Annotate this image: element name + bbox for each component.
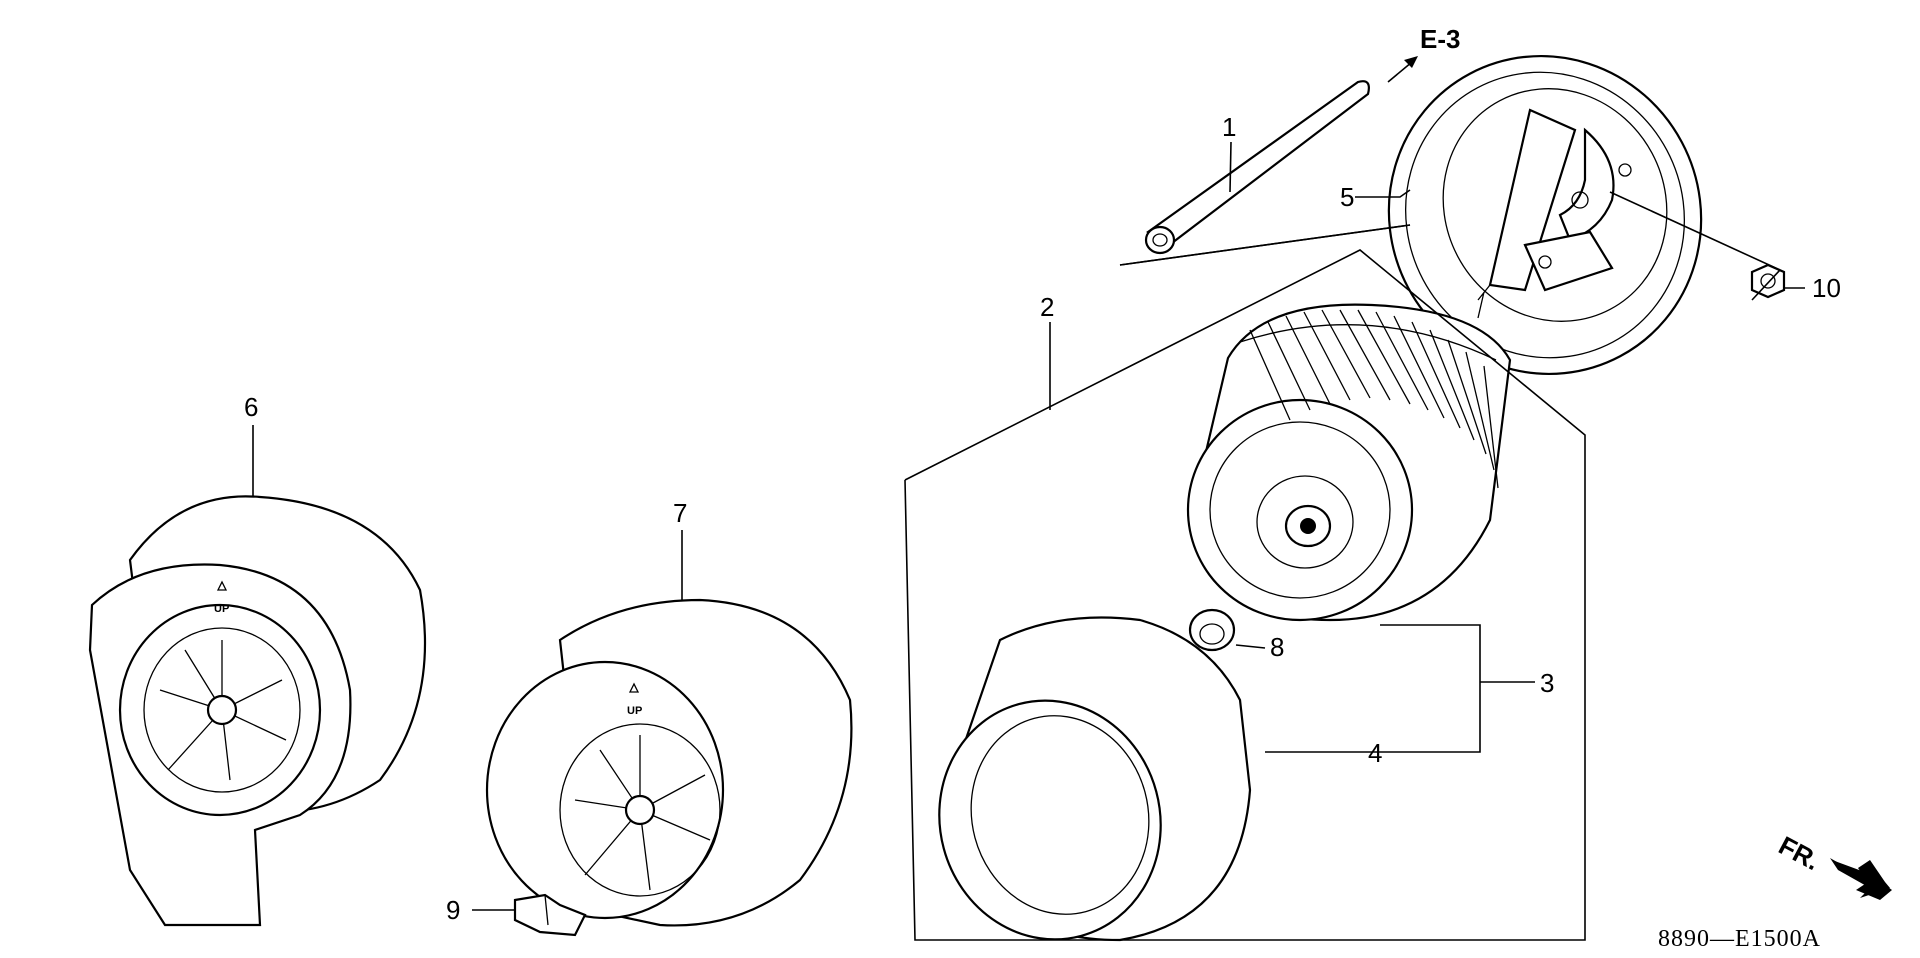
part-10-nut	[1750, 263, 1786, 299]
e3-reference-arrow	[1387, 56, 1418, 83]
up-mark-part-6: UP	[214, 603, 229, 615]
part-9-clip	[513, 893, 587, 937]
part-3-paper-element	[1186, 303, 1512, 622]
callout-9: 9	[446, 895, 460, 925]
callout-8: 8	[1270, 632, 1284, 662]
callout-6: 6	[244, 392, 258, 422]
callout-2: 2	[1040, 292, 1054, 322]
diagram-code: 8890—E1500A	[1658, 926, 1821, 952]
callout-4: 4	[1368, 738, 1382, 768]
callout-5: 5	[1340, 182, 1354, 212]
callout-7: 7	[673, 498, 687, 528]
reference-label: E-3	[1420, 24, 1460, 54]
callout-1: 1	[1222, 112, 1236, 142]
callout-3: 3	[1540, 668, 1554, 698]
front-label: FR.	[1774, 830, 1825, 876]
part-4-foam-element	[938, 616, 1252, 942]
leader-lines	[252, 141, 1805, 941]
part-8-grommet	[1188, 608, 1236, 652]
part-6-outer-cover	[88, 495, 427, 927]
callout-10: 10	[1812, 273, 1841, 303]
part-5-cover	[1387, 54, 1703, 376]
part-1-tube	[1144, 80, 1370, 255]
front-direction-arrow	[1830, 858, 1892, 900]
up-mark-part-7: UP	[627, 705, 642, 717]
part-7-air-cleaner-case	[485, 598, 853, 927]
